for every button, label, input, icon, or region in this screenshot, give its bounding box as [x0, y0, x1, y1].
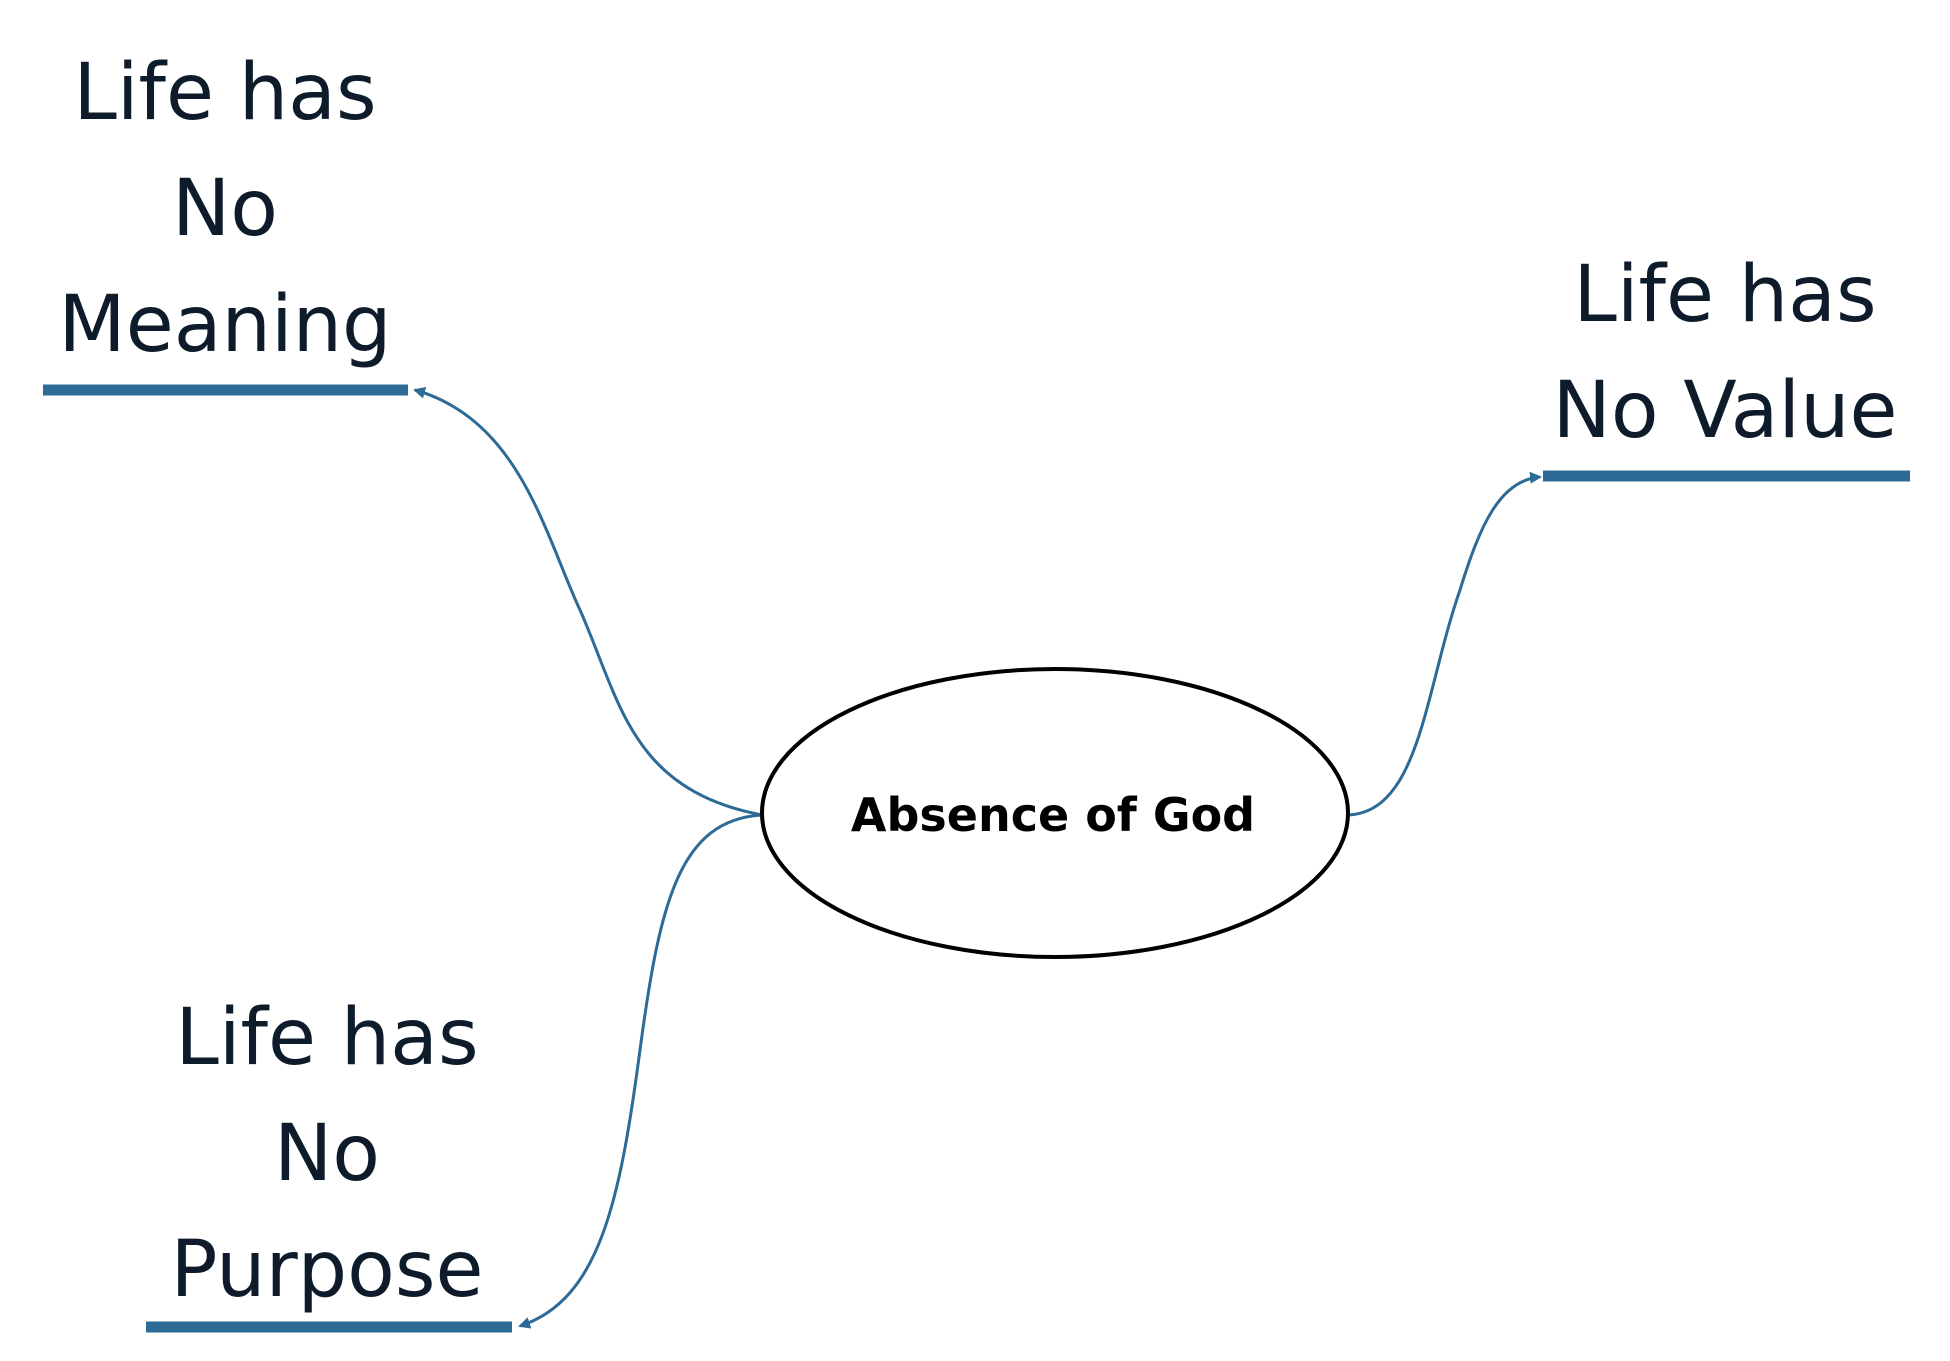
connector-to-value [1347, 471, 1542, 817]
branch-label-value: Life has No Value [1535, 237, 1915, 469]
branch-line: No [273, 1109, 381, 1199]
branch-line: Purpose [170, 1225, 484, 1315]
branch-line: No Value [1552, 366, 1898, 456]
central-node-label: Absence of God [850, 788, 1256, 842]
connector-to-purpose [518, 813, 763, 1329]
branch-line: Life has [1573, 250, 1877, 340]
branch-label-meaning: Life has No Meaning [35, 35, 415, 383]
central-node-ellipse [760, 667, 1350, 959]
branch-label-purpose: Life has No Purpose [137, 980, 517, 1328]
branch-line: No [171, 164, 279, 254]
connector-to-meaning [413, 386, 763, 817]
branch-line: Meaning [58, 280, 392, 370]
branch-line: Life has [73, 48, 377, 138]
branch-line: Life has [175, 993, 479, 1083]
